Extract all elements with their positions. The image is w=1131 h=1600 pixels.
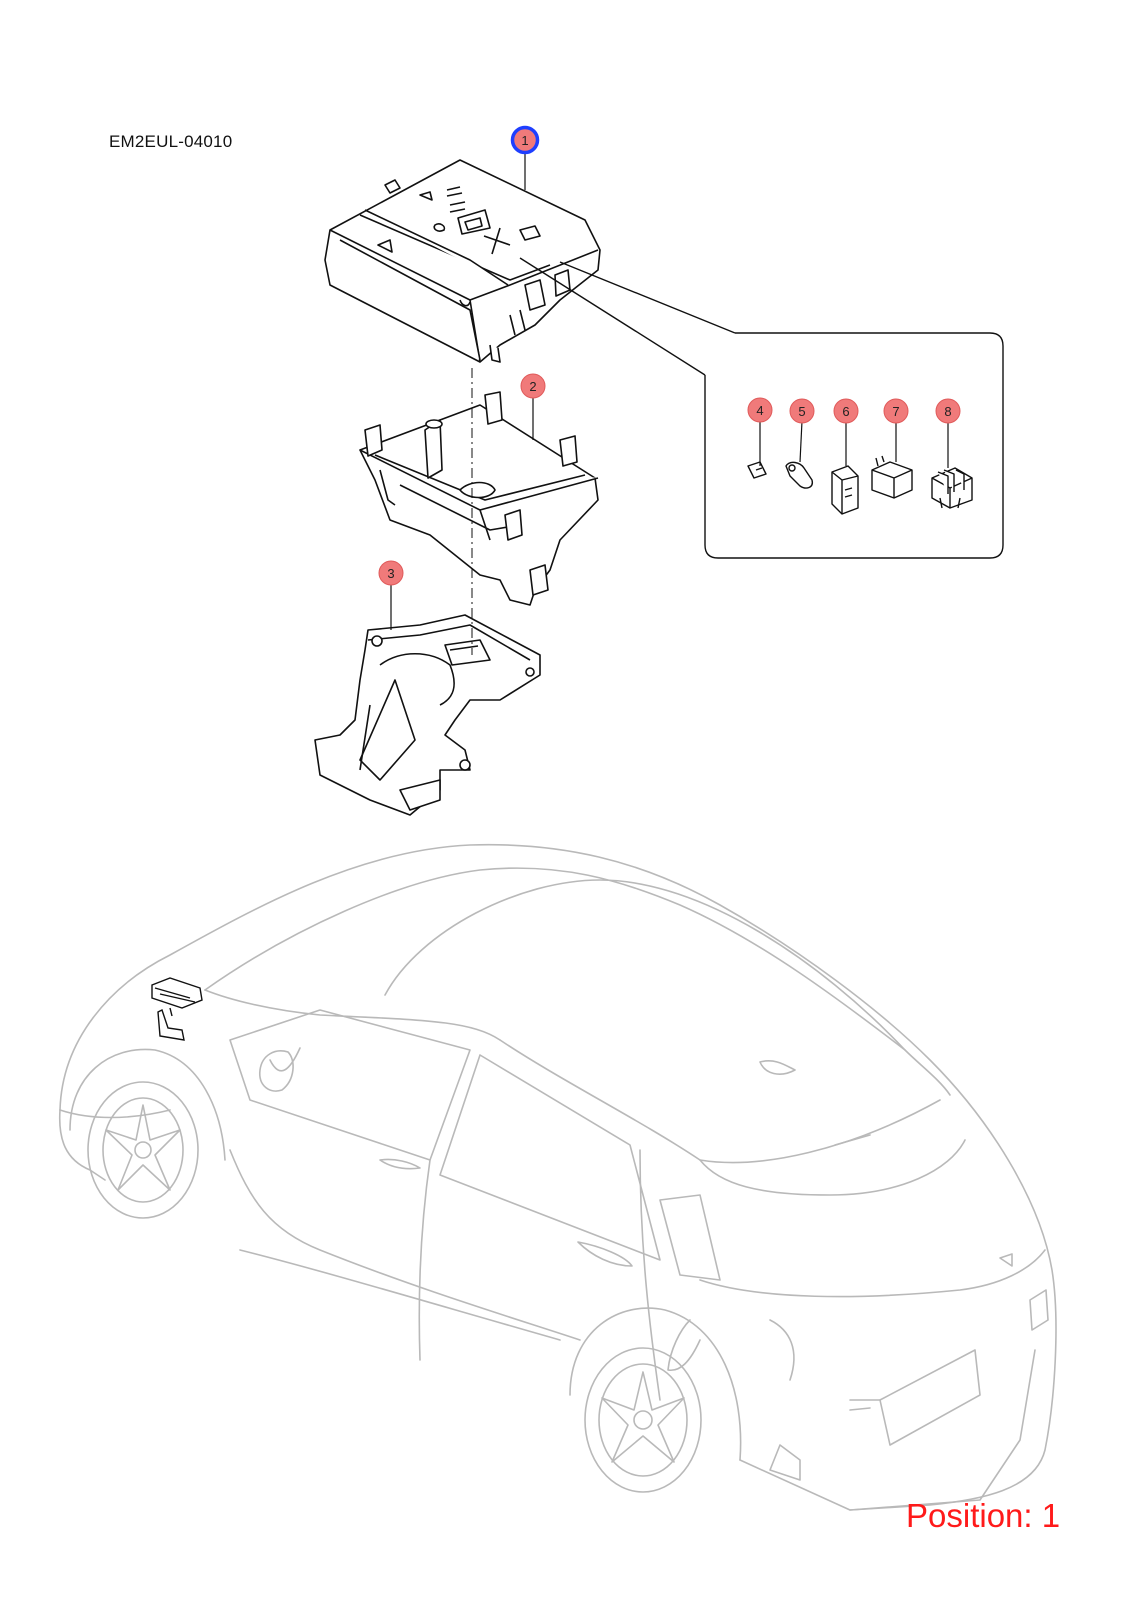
- callout-4-label: 4: [756, 403, 763, 418]
- module-location-marker: [151, 977, 203, 1041]
- callout-1-label: 1: [521, 133, 528, 148]
- fuse-box-lower-case: [359, 391, 599, 606]
- callout-3-label: 3: [387, 566, 394, 581]
- callout-6-label: 6: [842, 404, 849, 419]
- callout-5-label: 5: [798, 404, 805, 419]
- small-parts: [747, 455, 973, 515]
- callout-4[interactable]: 4: [747, 397, 773, 423]
- callouts: 1 2 3 4 5 6 7 8: [378, 125, 961, 586]
- callout-1[interactable]: 1: [510, 125, 540, 155]
- callout-6[interactable]: 6: [833, 398, 859, 424]
- leader-lines: [390, 152, 949, 630]
- callout-7-label: 7: [892, 404, 899, 419]
- callout-8-label: 8: [944, 404, 951, 419]
- position-label: Position: 1: [906, 1497, 1061, 1534]
- callout-5[interactable]: 5: [789, 398, 815, 424]
- callout-3[interactable]: 3: [378, 560, 404, 586]
- callout-7[interactable]: 7: [883, 398, 909, 424]
- detail-inset: [519, 257, 1004, 559]
- callout-2[interactable]: 2: [520, 373, 546, 399]
- callout-2-label: 2: [529, 379, 536, 394]
- callout-8[interactable]: 8: [935, 398, 961, 424]
- diagram-code: EM2EUL-04010: [109, 132, 233, 151]
- mounting-bracket: [314, 614, 541, 816]
- vehicle-outline: [58, 843, 1057, 1511]
- fuse-box-cover: [324, 159, 601, 363]
